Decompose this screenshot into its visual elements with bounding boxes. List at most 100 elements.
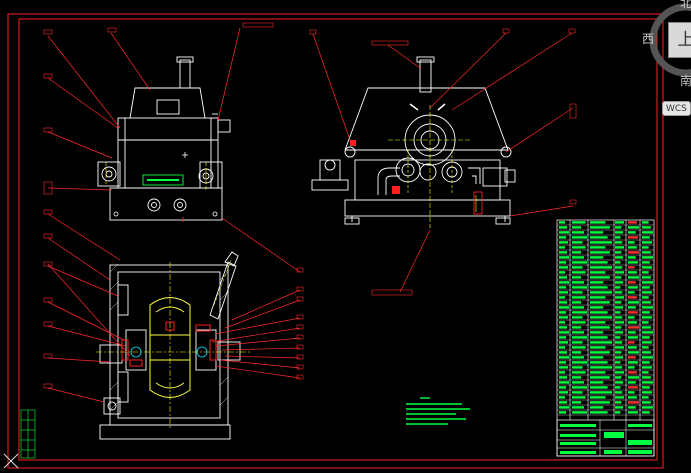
- parts-list-cell: [628, 371, 637, 374]
- parts-list-cell: [615, 396, 624, 399]
- parts-list-cell: [572, 241, 583, 244]
- parts-list-cell: [615, 311, 621, 314]
- parts-list-cell: [628, 346, 637, 349]
- parts-list-cell: [590, 246, 606, 249]
- parts-list-cell: [628, 386, 638, 389]
- parts-list-cell: [559, 231, 569, 234]
- parts-list-cell: [628, 391, 635, 394]
- parts-list-cell: [628, 251, 639, 254]
- viewcube-icon[interactable]: 北 西 南 上: [642, 0, 691, 95]
- parts-list-cell: [642, 246, 649, 249]
- parts-list-cell: [615, 331, 624, 334]
- compass-west[interactable]: 西: [642, 32, 655, 46]
- parts-list-cell: [628, 351, 639, 354]
- parts-list-cell: [590, 366, 612, 369]
- parts-list-cell: [590, 261, 608, 264]
- parts-list-cell: [642, 316, 652, 319]
- leader-lines: [47, 27, 574, 403]
- parts-list-cell: [590, 346, 606, 349]
- viewcube-top-face[interactable]: 上: [668, 22, 691, 58]
- parts-list-cell: [628, 296, 637, 299]
- parts-list-cell: [628, 306, 636, 309]
- parts-list-cell: [628, 241, 635, 244]
- parts-list-cell: [642, 396, 649, 399]
- parts-list-cell: [572, 386, 587, 389]
- parts-list-cell: [572, 341, 583, 344]
- parts-list-cell: [628, 276, 639, 279]
- parts-list-cell: [590, 291, 612, 294]
- parts-list-cell: [559, 271, 565, 274]
- parts-list-cell: [628, 396, 637, 399]
- parts-list-cell: [559, 391, 568, 394]
- parts-list-cell: [628, 221, 637, 224]
- parts-list-cell: [628, 316, 635, 319]
- parts-list-cell: [572, 251, 581, 254]
- parts-list-cell: [572, 286, 587, 289]
- parts-list-cell: [628, 246, 637, 249]
- wcs-menu-button[interactable]: WCS: [662, 101, 691, 116]
- parts-list-cell: [559, 311, 566, 314]
- parts-list-cell: [559, 306, 569, 309]
- parts-list-cell: [559, 256, 569, 259]
- parts-list-cell: [572, 396, 586, 399]
- parts-list-cell: [590, 221, 606, 224]
- parts-list-cell: [615, 321, 624, 324]
- parts-list-cell: [590, 361, 608, 364]
- compass-south[interactable]: 南: [680, 74, 691, 88]
- parts-list-cell: [572, 401, 581, 404]
- parts-list-cell: [642, 371, 649, 374]
- parts-list-cell: [559, 376, 567, 379]
- parts-list-cell: [559, 411, 566, 414]
- parts-list-cell: [642, 241, 652, 244]
- parts-list-cell: [559, 346, 565, 349]
- side-view-details: [350, 103, 483, 228]
- parts-list-cell: [615, 381, 624, 384]
- parts-list-cell: [590, 256, 604, 259]
- parts-list-cell: [642, 256, 653, 259]
- parts-list-cell: [615, 386, 621, 389]
- parts-list-cell: [590, 281, 604, 284]
- parts-list-cell: [559, 371, 565, 374]
- parts-list-cell: [615, 291, 623, 294]
- parts-list-cell: [559, 246, 565, 249]
- parts-list-cell: [615, 266, 623, 269]
- parts-list-cell: [590, 311, 608, 314]
- parts-list-cell: [559, 341, 568, 344]
- parts-list-cell: [572, 271, 586, 274]
- parts-list-cell: [615, 231, 624, 234]
- parts-list-cell: [642, 261, 650, 264]
- compass-north[interactable]: 北: [680, 0, 691, 10]
- front-view-details: [105, 152, 218, 222]
- parts-list-cell: [615, 401, 622, 404]
- parts-list-cell: [559, 386, 566, 389]
- parts-list-cell: [628, 226, 639, 229]
- parts-list-cell: [559, 286, 566, 289]
- parts-list-cell: [572, 281, 584, 284]
- parts-list-cell: [559, 221, 565, 224]
- parts-list-cell: [628, 336, 638, 339]
- parts-list-cell: [615, 361, 621, 364]
- parts-list-cell: [559, 321, 565, 324]
- parts-list-cell: [642, 411, 650, 414]
- parts-list-cell: [642, 351, 651, 354]
- parts-list-cell: [615, 306, 624, 309]
- parts-list-cell: [615, 241, 623, 244]
- parts-list-cell: [590, 266, 612, 269]
- parts-list-cell: [590, 351, 610, 354]
- parts-list-cell: [559, 336, 566, 339]
- section-view: [99, 264, 241, 440]
- parts-list-cell: [572, 366, 583, 369]
- parts-list-cell: [615, 346, 624, 349]
- parts-list-cell: [590, 336, 608, 339]
- parts-list-cell: [642, 286, 650, 289]
- parts-list-cell: [642, 306, 653, 309]
- parts-list-cell: [559, 291, 568, 294]
- parts-list-cell: [628, 376, 639, 379]
- parts-list-cell: [590, 306, 604, 309]
- parts-list-cell: [615, 371, 624, 374]
- parts-list-cell: [628, 341, 635, 344]
- parts-list-cell: [642, 276, 651, 279]
- section-centerlines: [96, 262, 250, 430]
- parts-list-cell: [590, 276, 610, 279]
